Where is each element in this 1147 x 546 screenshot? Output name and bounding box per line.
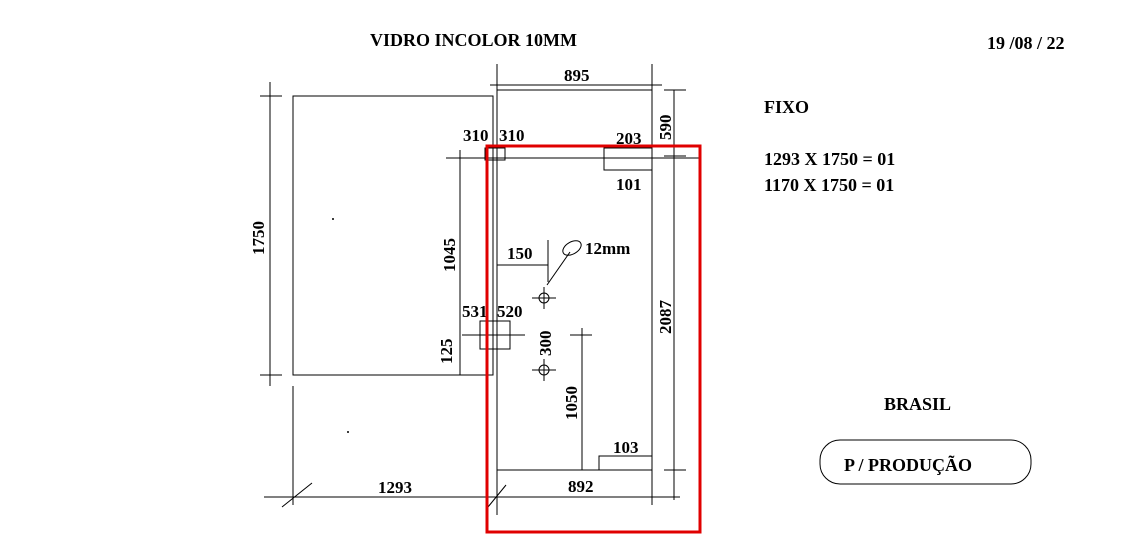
dim-bottom-right: 892 <box>568 477 594 496</box>
dim-left-inner: 1045 <box>440 238 459 272</box>
dim-hole-spacing: 300 <box>536 331 555 357</box>
hole-leader-line <box>546 251 571 286</box>
drawing-title: VIDRO INCOLOR 10MM <box>370 30 577 50</box>
production-stamp-frame <box>819 439 1032 485</box>
notch-top-right <box>603 147 653 171</box>
dim-bottom-notch: 103 <box>613 438 639 457</box>
dim-top-right: 590 <box>656 115 675 141</box>
hole-callout-icon <box>562 240 582 256</box>
dim-right-height: 2087 <box>656 300 675 335</box>
dim-top-width: 895 <box>564 66 590 85</box>
dim-slash <box>281 482 313 508</box>
notch-top-left <box>484 147 506 161</box>
spec-label: FIXO <box>764 97 809 117</box>
country-label: BRASIL <box>884 394 951 414</box>
spec-line-1: 1293 X 1750 = 01 <box>764 149 895 169</box>
dim-notch-right-w: 203 <box>616 129 642 148</box>
stray-dot <box>332 218 334 220</box>
dim-bottom-left: 1293 <box>378 478 412 497</box>
spec-line-2: 1170 X 1750 = 01 <box>764 175 894 195</box>
dim-left-height: 1750 <box>249 221 268 255</box>
dim-hinge-b: 520 <box>497 302 523 321</box>
dim-hinge-low: 125 <box>437 339 456 365</box>
dim-hole-base: 1050 <box>562 386 581 420</box>
left-glass-panel <box>292 95 494 376</box>
notch-bottom-right <box>598 455 653 471</box>
stray-dot <box>347 431 349 433</box>
dim-slash <box>487 484 507 508</box>
dim-hole-diameter: 12mm <box>585 239 630 258</box>
dim-notch-left-b: 310 <box>499 126 525 145</box>
dim-hinge-a: 531 <box>462 302 488 321</box>
drawing-date: 19 /08 / 22 <box>987 33 1065 53</box>
highlight-frame <box>485 144 702 534</box>
production-stamp-text: P / PRODUÇÃO <box>844 454 972 475</box>
right-glass-panel <box>496 89 653 471</box>
dim-notch-left-a: 310 <box>463 126 489 145</box>
dim-notch-right-h: 101 <box>616 175 642 194</box>
dim-hole-offset: 150 <box>507 244 533 263</box>
